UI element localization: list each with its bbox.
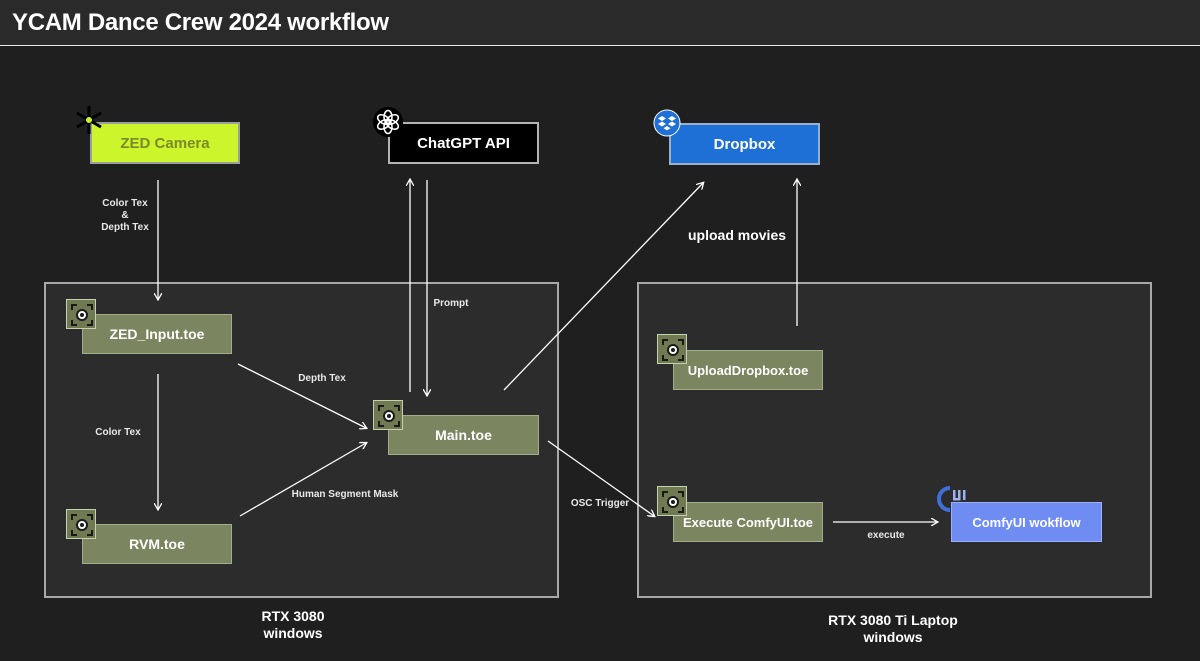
touchdesigner-icon — [373, 400, 403, 430]
upload-dropbox-node[interactable]: UploadDropbox.toe — [673, 350, 823, 390]
page-title: YCAM Dance Crew 2024 workflow — [12, 9, 389, 36]
zed-camera-label: ZED Camera — [120, 134, 210, 152]
edge-zedinput-to-main — [237, 363, 366, 428]
zed-input-label: ZED_Input.toe — [109, 326, 205, 342]
openai-logo-icon — [373, 107, 403, 137]
rtx-3080-ti-group — [637, 282, 1152, 598]
edge-label-upload-movies: upload movies — [688, 227, 787, 243]
chatgpt-api-label: ChatGPT API — [417, 134, 510, 152]
zed-asterisk-icon — [76, 106, 102, 134]
comfyui-workflow-label: ComfyUI wokflow — [972, 514, 1081, 530]
edge-label-execute: execute — [867, 530, 905, 541]
main-node[interactable]: Main.toe — [388, 415, 539, 455]
edge-label-human-segment-mask: Human Segment Mask — [291, 489, 399, 500]
touchdesigner-icon — [66, 509, 96, 539]
rvm-node[interactable]: RVM.toe — [82, 524, 232, 564]
dropbox-logo-icon — [653, 109, 681, 137]
execute-comfyui-node[interactable]: Execute ComfyUI.toe — [673, 502, 823, 542]
chatgpt-api-node[interactable]: ChatGPT API — [388, 122, 539, 164]
dropbox-label: Dropbox — [713, 135, 776, 153]
edge-main-to-execute — [547, 440, 654, 516]
edge-label-prompt: Prompt — [433, 298, 469, 309]
rtx-3080-label: RTX 3080 windows — [261, 608, 325, 641]
zed-camera-node[interactable]: ZED Camera — [90, 122, 240, 164]
touchdesigner-icon — [657, 334, 687, 364]
rvm-label: RVM.toe — [129, 536, 185, 552]
execute-comfyui-label: Execute ComfyUI.toe — [682, 514, 814, 530]
edge-label-osc-trigger: OSC Trigger — [570, 498, 630, 509]
edge-label-color-tex: Color Tex — [95, 427, 141, 438]
title-bar: YCAM Dance Crew 2024 workflow — [0, 0, 1200, 46]
edge-rvm-to-main — [239, 443, 366, 517]
edge-main-to-dropbox — [503, 183, 703, 391]
zed-input-node[interactable]: ZED_Input.toe — [82, 314, 232, 354]
edge-label-depth-tex: Depth Tex — [298, 373, 346, 384]
rtx-3080-ti-label: RTX 3080 Ti Laptop windows — [828, 612, 958, 645]
comfyui-logo-icon — [937, 486, 966, 512]
upload-dropbox-label: UploadDropbox.toe — [687, 362, 809, 378]
edge-label-color-depth-tex: Color Tex & Depth Tex — [101, 198, 149, 233]
dropbox-node[interactable]: Dropbox — [669, 123, 820, 165]
main-label: Main.toe — [435, 427, 492, 443]
touchdesigner-icon — [66, 299, 96, 329]
comfyui-workflow-node[interactable]: ComfyUI wokflow — [951, 502, 1102, 542]
touchdesigner-icon — [657, 486, 687, 516]
